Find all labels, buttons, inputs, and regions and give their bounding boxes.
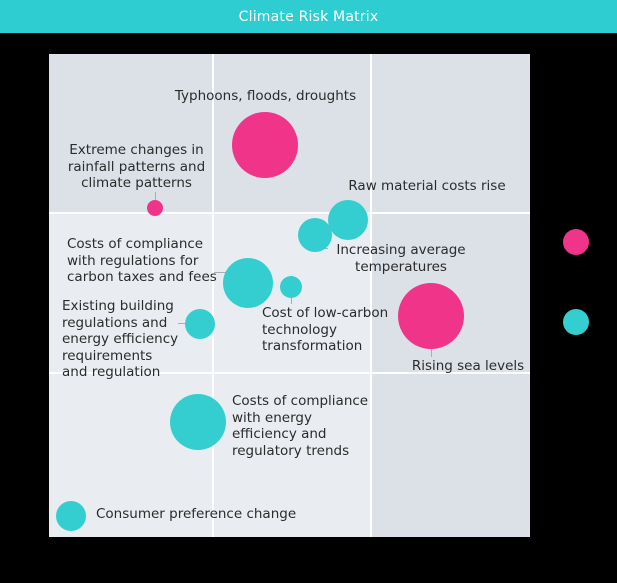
leader-line [291, 296, 292, 304]
quadrant-cell-r1-c0 [49, 213, 213, 373]
leader-line [155, 192, 156, 200]
quadrant-cell-r0-c2 [371, 54, 530, 214]
quadrant-cell-r0-c0 [49, 54, 213, 214]
bubble-transition-risk[interactable] [280, 276, 302, 298]
point-label: Cost of low-carbon technology transforma… [262, 305, 389, 354]
page-title: Climate Risk Matrix [238, 8, 379, 25]
point-label: Raw material costs rise [348, 178, 506, 194]
leader-line [214, 272, 230, 273]
leader-line [178, 323, 190, 324]
point-label: Rising sea levels [411, 358, 525, 374]
bubble-transition-risk[interactable] [223, 258, 273, 308]
quadrant-cell-r2-c1 [212, 372, 372, 537]
bubble-transition-risk[interactable] [298, 218, 332, 252]
point-label: Increasing average temperatures [336, 242, 466, 275]
bubble-transition-risk[interactable] [185, 309, 215, 339]
bubble-transition-risk[interactable] [328, 200, 368, 240]
grid-line-horizontal-0 [49, 212, 530, 215]
legend-swatch-1[interactable] [563, 309, 589, 335]
point-label: Typhoons, floods, droughts [174, 88, 357, 104]
point-label: Consumer preference change [96, 506, 297, 522]
quadrant-cell-r2-c2 [371, 372, 530, 537]
grid-line-vertical-0 [211, 54, 214, 537]
chart-legend [530, 54, 617, 537]
bubble-physical-risk[interactable] [398, 283, 464, 349]
bubble-physical-risk[interactable] [232, 112, 298, 178]
point-label: Existing building regulations and energy… [62, 298, 179, 380]
app-header: Climate Risk Matrix [0, 0, 617, 33]
bubble-physical-risk[interactable] [147, 200, 163, 216]
bubble-transition-risk[interactable] [56, 501, 86, 531]
legend-swatch-0[interactable] [563, 229, 589, 255]
point-label: Costs of compliance with energy efficien… [232, 393, 369, 459]
bubble-transition-risk[interactable] [170, 394, 226, 450]
grid-line-vertical-1 [370, 54, 373, 537]
leader-line [431, 348, 432, 357]
point-label: Extreme changes in rainfall patterns and… [67, 142, 206, 191]
point-label: Costs of compliance with regulations for… [67, 236, 217, 285]
grid-line-horizontal-1 [49, 371, 530, 374]
